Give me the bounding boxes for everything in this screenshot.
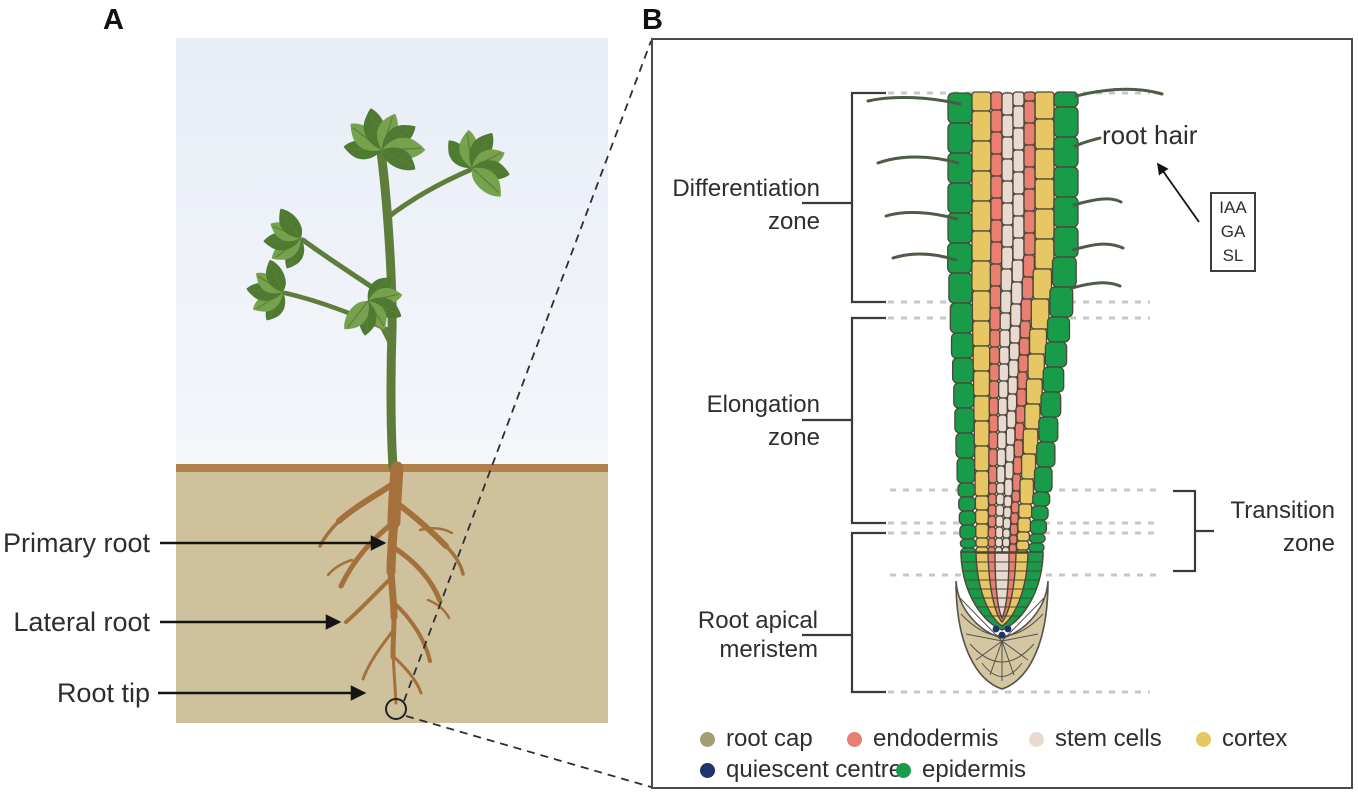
- root-hair-arrow: [1156, 162, 1200, 223]
- legend-item-quiescent-centre: quiescent centre: [700, 756, 902, 784]
- legend-item-stem-cells: stem cells: [1029, 725, 1162, 753]
- stem-cells-dot-icon: [1029, 731, 1044, 747]
- legend-item-endodermis: endodermis: [847, 725, 998, 753]
- hormone-iaa: IAA: [1219, 198, 1247, 217]
- zoom-circle: [385, 698, 407, 720]
- hormone-sl: SL: [1222, 246, 1244, 265]
- root-apical-meristem-label: Root apical meristem: [697, 607, 818, 663]
- quiescent-centre-dot-icon: [700, 762, 715, 778]
- differentiation-bracket: [850, 91, 886, 304]
- legend-item-cortex: cortex: [1196, 725, 1287, 753]
- legend-item-root-cap: root cap: [700, 725, 813, 753]
- root-hair-label: root hair: [1102, 120, 1198, 150]
- panel-a-illustration: [158, 38, 608, 723]
- root-cell-columns: [947, 91, 1079, 559]
- lateral-root-label: Lateral root: [13, 607, 150, 637]
- hormone-ga: GA: [1220, 222, 1246, 241]
- endodermis-dot-icon: [847, 731, 862, 747]
- zone-brackets: [802, 91, 1214, 694]
- panel-a-arrows: [158, 535, 387, 701]
- ram-bracket: [850, 531, 886, 694]
- root-hairs: [866, 87, 1164, 290]
- panel-b-label: B: [642, 4, 663, 36]
- elongation-zone-label: Elongation zone: [706, 391, 820, 451]
- cortex-dot-icon: [1196, 731, 1211, 747]
- transition-zone-label: Transition zone: [1230, 497, 1335, 557]
- root-cap-dot-icon: [700, 731, 715, 747]
- hormone-box: IAA GA SL: [1210, 192, 1256, 272]
- differentiation-zone-label: Differentiation zone: [672, 175, 820, 235]
- panel-a-label: A: [103, 4, 124, 36]
- legend-item-epidermis: epidermis: [896, 756, 1026, 784]
- primary-root-label: Primary root: [2, 528, 150, 558]
- zoom-connector-lines: [403, 40, 652, 788]
- root-tip-label: Root tip: [56, 678, 150, 708]
- plant-roots: [318, 461, 465, 705]
- epidermis-dot-icon: [896, 762, 911, 778]
- plant-leaves: [246, 108, 510, 336]
